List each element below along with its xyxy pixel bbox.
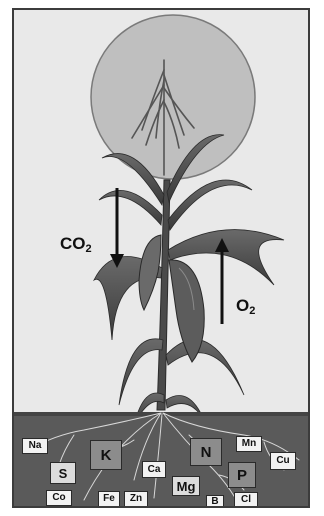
nutrient-na: Na	[22, 438, 48, 454]
nutrient-b: B	[206, 495, 224, 508]
nutrient-s: S	[50, 462, 76, 484]
nutrient-fe: Fe	[98, 491, 120, 507]
nutrient-n: N	[190, 438, 222, 466]
co2-label: CO2	[60, 234, 92, 255]
plant-diagram-panel: CO2 O2 Na S K Ca N Mn Cu Mg P Co Fe Zn B…	[12, 8, 310, 508]
nutrient-ca: Ca	[142, 461, 166, 478]
o2-label: O2	[236, 296, 255, 317]
nutrient-mg: Mg	[172, 476, 200, 496]
nutrient-cu: Cu	[270, 452, 296, 470]
nutrient-k: K	[90, 440, 122, 470]
plant-scene	[14, 10, 310, 508]
nutrient-p: P	[228, 462, 256, 488]
nutrient-zn: Zn	[124, 491, 148, 507]
co2-arrow	[110, 188, 124, 268]
nutrient-cl: Cl	[234, 492, 258, 508]
nutrient-mn: Mn	[236, 436, 262, 452]
nutrient-co: Co	[46, 490, 72, 506]
o2-arrow	[215, 238, 229, 324]
